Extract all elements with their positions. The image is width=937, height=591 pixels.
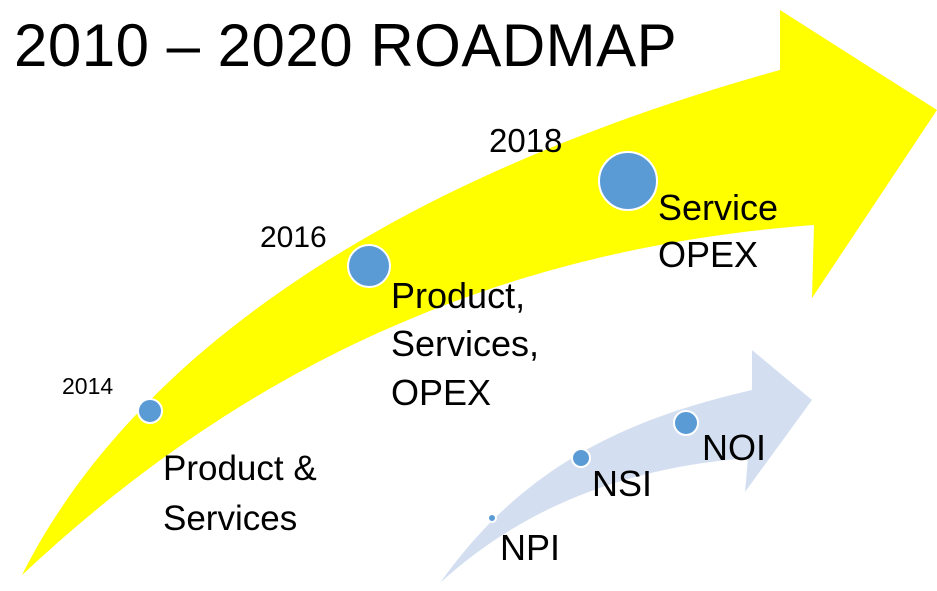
nsi-marker [571, 448, 591, 468]
npi-label: NPI [500, 527, 561, 568]
main-roadmap-arrow [22, 10, 937, 575]
nsi-label: NSI [592, 463, 653, 504]
milestone-2016-label-line-3: OPEX [391, 372, 492, 413]
milestone-marker-2018 [598, 151, 658, 211]
year-label-2014: 2014 [62, 373, 114, 399]
milestone-2018-label-line-1: Service [658, 187, 779, 228]
milestone-2014-label-line-2: Services [163, 499, 298, 538]
noi-label: NOI [702, 427, 767, 468]
year-label-2018: 2018 [489, 122, 563, 159]
milestone-marker-2016 [347, 244, 391, 288]
roadmap-title: 2010 – 2020 ROADMAP [14, 12, 678, 79]
year-label-2016: 2016 [260, 221, 327, 254]
npi-marker [487, 513, 497, 523]
secondary-roadmap-arrow [440, 350, 812, 583]
milestone-2016-label-line-2: Services, [391, 323, 540, 364]
noi-marker [673, 410, 699, 436]
milestone-marker-2014 [137, 398, 163, 424]
milestone-2016-label-line-1: Product, [391, 275, 526, 316]
milestone-2014-label-line-1: Product & [163, 449, 317, 488]
milestone-2018-label-line-2: OPEX [658, 234, 759, 275]
